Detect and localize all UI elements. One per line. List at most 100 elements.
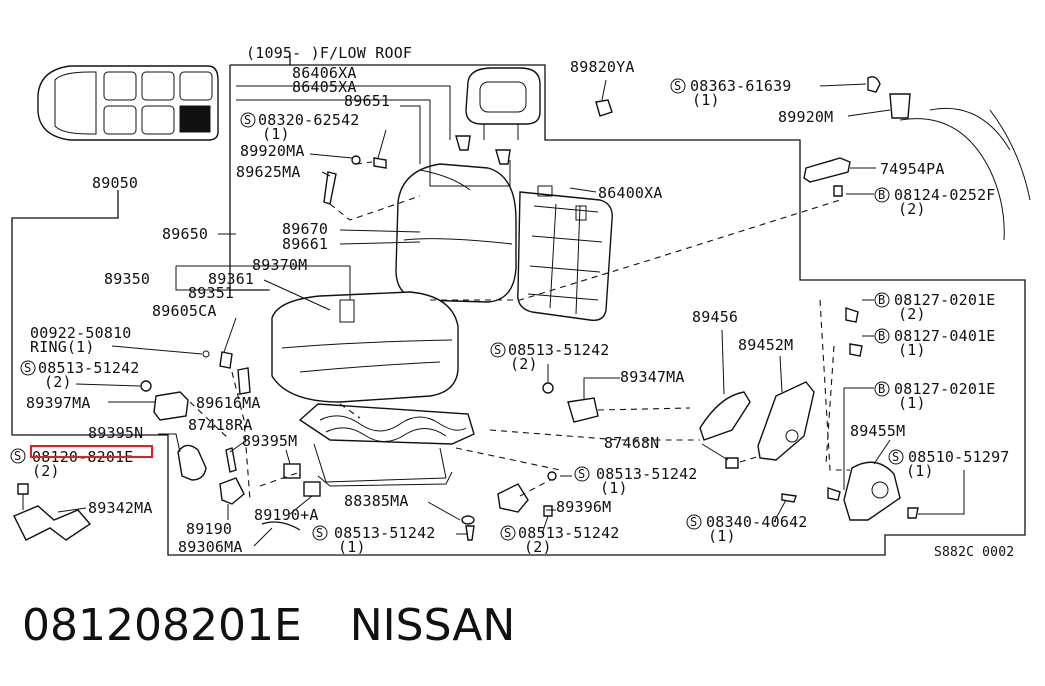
b-symbol-icon xyxy=(874,187,890,203)
s-symbol: S xyxy=(494,343,501,357)
label-00922-50810: 00922-50810 xyxy=(30,324,132,342)
label-08127-c-qty: (1) xyxy=(898,394,926,412)
label-08127-0401e: 08127-0401E xyxy=(894,327,996,345)
label-86406xa: 86406XA xyxy=(292,64,357,82)
label-08513-right-qty: (1) xyxy=(600,479,628,497)
label-87468n: 87468N xyxy=(604,434,659,452)
s-symbol: S xyxy=(24,361,31,375)
label-89395m: 89395M xyxy=(242,432,297,450)
label-89625ma: 89625MA xyxy=(236,163,301,181)
label-08513-center-qty: (2) xyxy=(510,355,538,373)
leader-lines xyxy=(57,79,965,547)
label-89650: 89650 xyxy=(162,225,208,243)
body-outline-lines xyxy=(899,107,1031,241)
label-08513-bottom: 08513-51242 xyxy=(334,524,436,542)
label-89396m: 89396M xyxy=(556,498,611,516)
caption-brand: NISSAN xyxy=(349,600,516,651)
s-symbol: S xyxy=(14,449,21,463)
label-89661: 89661 xyxy=(282,235,328,253)
label-08510-51297: 08510-51297 xyxy=(908,448,1010,466)
s-symbol-icon xyxy=(312,525,328,541)
s-symbol-icon xyxy=(10,448,26,464)
van-silhouette-icon xyxy=(37,65,219,141)
label-89370m: 89370M xyxy=(252,256,307,274)
label-89306ma: 89306MA xyxy=(178,538,243,556)
b-symbol-icon xyxy=(874,381,890,397)
s-symbol: S xyxy=(892,450,899,464)
label-08120-qty: (2) xyxy=(32,462,60,480)
label-08510-qty: (1) xyxy=(906,462,934,480)
label-08363-61639: 08363-61639 xyxy=(690,77,792,95)
label-08127-0201e-c: 08127-0201E xyxy=(894,380,996,398)
label-89605ca: 89605CA xyxy=(152,302,217,320)
s-symbol-icon xyxy=(240,112,256,128)
label-08127-b-qty: (1) xyxy=(898,341,926,359)
label-89452m: 89452M xyxy=(738,336,793,354)
label-86400xa: 86400XA xyxy=(598,184,663,202)
label-08513-center: 08513-51242 xyxy=(508,341,610,359)
s-symbol-icon xyxy=(686,514,702,530)
part-caption: 081208201E NISSAN xyxy=(22,600,515,651)
label-08340-qty: (1) xyxy=(708,527,736,545)
seat-parts-diagram: (1095- )F/LOW ROOF 86406XA 86405XA 89651… xyxy=(10,44,1031,560)
label-08124-qty: (2) xyxy=(898,200,926,218)
label-08513-left: 08513-51242 xyxy=(38,359,140,377)
label-89347ma: 89347MA xyxy=(620,368,685,386)
s-symbol-icon xyxy=(888,449,904,465)
label-74954pa: 74954PA xyxy=(880,160,945,178)
s-symbol: S xyxy=(244,113,251,127)
label-89050: 89050 xyxy=(92,174,138,192)
label-89395n: 89395N xyxy=(88,424,143,442)
assembly-dashed-lines xyxy=(189,161,850,501)
label-89616ma: 89616MA xyxy=(196,394,261,412)
label-89361: 89361 xyxy=(208,270,254,288)
label-89351: 89351 xyxy=(188,284,234,302)
label-88385ma: 88385MA xyxy=(344,492,409,510)
s-symbol: S xyxy=(504,526,511,540)
label-08124-0252f: 08124-0252F xyxy=(894,186,996,204)
hardware-parts xyxy=(13,76,919,541)
label-08513-right: 08513-51242 xyxy=(596,465,698,483)
label-08320-62542: 08320-62542 xyxy=(258,111,360,129)
s-symbol-icon xyxy=(670,78,686,94)
label-89350: 89350 xyxy=(104,270,150,288)
label-89190: 89190 xyxy=(186,520,232,538)
s-symbol: S xyxy=(316,526,323,540)
s-symbol: S xyxy=(690,515,697,529)
label-08513-bottom-qty: (1) xyxy=(338,538,366,556)
b-symbol: B xyxy=(878,329,885,343)
label-89820ya: 89820YA xyxy=(570,58,635,76)
label-89342ma: 89342MA xyxy=(88,499,153,517)
label-89456: 89456 xyxy=(692,308,738,326)
label-89920m: 89920M xyxy=(778,108,833,126)
seat-cushion-part xyxy=(271,291,459,403)
s-symbol-icon xyxy=(20,360,36,376)
label-08340-40642: 08340-40642 xyxy=(706,513,808,531)
s-symbol-icon xyxy=(500,525,516,541)
headrest-part xyxy=(455,67,541,165)
b-symbol: B xyxy=(878,188,885,202)
caption-part-number: 081208201E xyxy=(22,600,302,651)
label-08127-0201e-a: 08127-0201E xyxy=(894,291,996,309)
b-symbol: B xyxy=(878,382,885,396)
b-symbol: B xyxy=(878,293,885,307)
part-labels: (1095- )F/LOW ROOF 86406XA 86405XA 89651… xyxy=(10,44,1014,560)
label-89190a: 89190+A xyxy=(254,506,319,524)
s-symbol-icon xyxy=(574,466,590,482)
seat-back-part xyxy=(395,163,613,321)
label-08127-a-qty: (2) xyxy=(898,305,926,323)
highlight-box xyxy=(30,445,153,458)
drawing-code: S882C 0002 xyxy=(934,545,1014,560)
label-08513-bottom-right-qty: (2) xyxy=(524,538,552,556)
label-08320-qty: (1) xyxy=(262,125,290,143)
label-ring: RING(1) xyxy=(30,338,95,356)
s-symbol: S xyxy=(578,467,585,481)
b-symbol-icon xyxy=(874,292,890,308)
label-89455m: 89455M xyxy=(850,422,905,440)
label-89670: 89670 xyxy=(282,220,328,238)
label-87418ra: 87418RA xyxy=(188,416,253,434)
label-89920ma: 89920MA xyxy=(240,142,305,160)
label-08513-left-qty: (2) xyxy=(44,373,72,391)
label-89397ma: 89397MA xyxy=(26,394,91,412)
